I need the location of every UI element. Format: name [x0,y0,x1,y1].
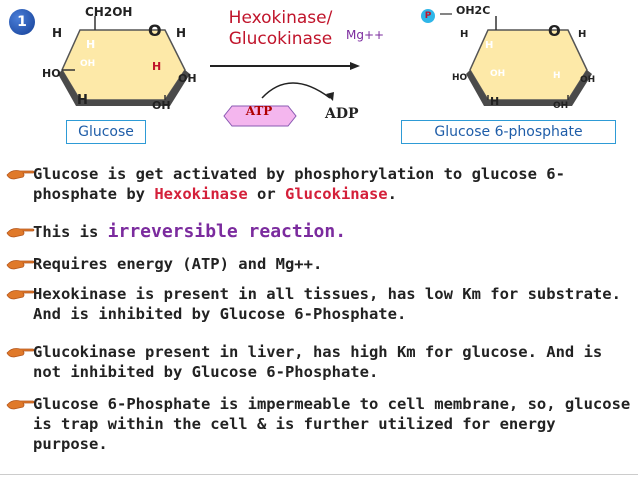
glucose-h-inner-mid: H [152,60,161,73]
step-number-badge: 1 [9,9,35,35]
pointing-hand-icon [6,228,35,238]
bullet-4-text: Hexokinase is present in all tissues, ha… [33,285,621,323]
glucose-h-left-top: H [52,26,62,40]
bullet-6-text: Glucose 6-Phosphate is impermeable to ce… [33,395,631,453]
reaction-arrow-head [350,62,360,70]
bullet-1-text: Glucose is get activated by phosphorylat… [33,165,565,203]
glucose-label: Glucose [66,120,146,144]
glucose-oh-right: OH [178,72,197,85]
g6p-oh2c: OH2C [456,4,490,17]
hexokinase-highlight: Hexokinase [154,185,248,203]
g6p-label: Glucose 6-phosphate [401,120,616,144]
divider [0,474,638,475]
pointing-hand-icon [6,260,35,270]
glucose-oh-bottom: OH [152,99,171,112]
glucose-oh-inner: OH [80,59,95,69]
g6p-h-left-top: H [460,29,468,40]
phosphate-badge: P [421,9,435,23]
g6p-oh-inner: OH [490,69,505,79]
pointing-hand-icon [6,348,35,358]
bullet-1-or: or [247,185,285,203]
reaction-diagram: CH2OH O H H H H OH HO OH H OH OH2C O H H… [42,4,595,127]
glucose-ring-oxygen: O [148,21,162,40]
glucokinase-highlight: Glucokinase [284,185,388,203]
glucose-ring [58,16,190,106]
atp-adp-arc [261,82,331,99]
g6p-h-inner-mid: H [553,71,561,81]
atp-adp-arc-head [326,92,334,101]
g6p-oh-right: OH [580,75,595,85]
pointing-hand-icon [6,290,35,300]
pointing-hand-icon [6,170,35,180]
g6p-ring [440,13,592,106]
atp-badge-shape [223,105,297,127]
bullet-2-text: This is [33,223,108,241]
g6p-oh-bottom: OH [553,101,568,111]
enzyme-label: Hexokinase/ Glucokinase [228,8,333,49]
adp-label: ADP [325,106,359,122]
irreversible-highlight: irreversible reaction. [107,221,347,242]
g6p-h-bottom: H [490,95,499,108]
bullet-3-text: Requires energy (ATP) and Mg++. [33,255,323,273]
atp-label: ATP [245,104,273,118]
g6p-ho-left: HO [452,73,468,83]
cofactor-label: Mg++ [346,28,385,42]
g6p-h-inner-top: H [485,40,493,51]
bullet-5-text: Glucokinase present in liver, has high K… [33,343,603,381]
g6p-h-right-top: H [578,29,586,40]
glucose-h-right-top: H [176,26,186,40]
glucose-ch2oh: CH2OH [85,5,132,19]
glucose-h-bottom: H [77,93,88,108]
glucose-ho-left: HO [42,67,61,80]
glucose-h-inner-top: H [86,38,95,51]
bullet-1-end: . [387,185,397,203]
g6p-ring-oxygen: O [548,22,561,40]
pointing-hand-icon [6,400,35,410]
